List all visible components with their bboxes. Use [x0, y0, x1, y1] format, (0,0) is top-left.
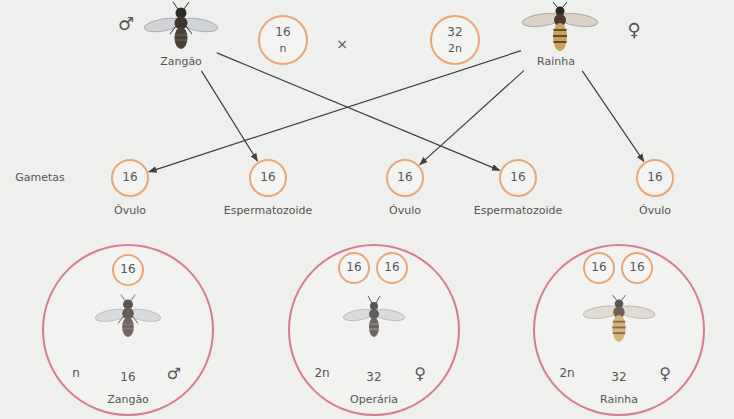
gamete-circle: 16Óvulo [111, 159, 149, 197]
node-text: Rainha [537, 56, 575, 69]
chromosome-circle: 16 [376, 252, 408, 284]
node-text: 32 [366, 371, 381, 385]
node-text: 2n [448, 43, 462, 56]
node-text: n [280, 43, 287, 56]
node-text: ♀ [414, 365, 426, 383]
female-symbol: ♀ [627, 20, 640, 41]
node-text: 16 [397, 171, 412, 185]
node-caption: Óvulo [114, 205, 146, 218]
queen-figure-node: Rainha [522, 6, 598, 70]
gamete-circle: 16Óvulo [386, 159, 424, 197]
node-text: ♀ [659, 365, 671, 383]
arrow-connector [582, 71, 643, 162]
gamete-circle: 16Espermatozoide [499, 159, 537, 197]
node-text: 32 [611, 371, 626, 385]
node-text: 16 [346, 261, 361, 275]
node-text: 16 [122, 171, 137, 185]
arrow-connector [201, 71, 257, 161]
node-text: 16 [647, 171, 662, 185]
chromosome-circle: 16 [338, 252, 370, 284]
node-caption: Óvulo [389, 205, 421, 218]
node-text: 16 [591, 261, 606, 275]
node-text: 16 [275, 26, 290, 40]
chromosome-circle: 16 [621, 252, 653, 284]
gamete-circle: 16Espermatozoide [249, 159, 287, 197]
chromosome-circle: 16 [583, 252, 615, 284]
cross-sign: × [336, 36, 348, 52]
node-text: n [72, 367, 80, 381]
node-text: 16 [629, 261, 644, 275]
node-text: 16 [120, 371, 135, 385]
chromosome-circle: 16 n [258, 15, 308, 65]
node-text: 32 [447, 26, 462, 40]
node-text: ♂ [167, 365, 181, 383]
node-text: Zangão [107, 394, 149, 407]
offspring-circle: n 16 ♂ Zangão 16 [42, 244, 214, 416]
arrow-connector [420, 71, 524, 165]
node-caption: Espermatozoide [224, 205, 313, 218]
node-text: Rainha [600, 394, 638, 407]
node-text: Zangão [160, 56, 202, 69]
queen-figure [521, 2, 598, 51]
offspring-circle: 2n 32 ♀ Operária 16 16 [288, 244, 460, 416]
node-text: 16 [384, 261, 399, 275]
node-text: 16 [260, 171, 275, 185]
node-text: 16 [120, 263, 135, 277]
drone-figure-node: Zangão [146, 6, 216, 70]
node-text: Operária [350, 394, 398, 407]
drone-figure [143, 2, 219, 49]
chromosome-circle: 16 [112, 254, 144, 286]
arrow-connector [217, 53, 500, 170]
node-caption: Espermatozoide [474, 205, 563, 218]
offspring-circle: 2n 32 ♀ Rainha 16 16 [533, 244, 705, 416]
gamete-circle: 16Óvulo [636, 159, 674, 197]
row-label: Gametas [15, 172, 65, 185]
node-text: 2n [314, 367, 329, 381]
node-text: 16 [510, 171, 525, 185]
node-caption: Óvulo [639, 205, 671, 218]
chromosome-circle: 322n [430, 15, 480, 65]
male-symbol: ♂ [118, 14, 134, 35]
node-text: 2n [559, 367, 574, 381]
arrow-connector [149, 51, 521, 172]
